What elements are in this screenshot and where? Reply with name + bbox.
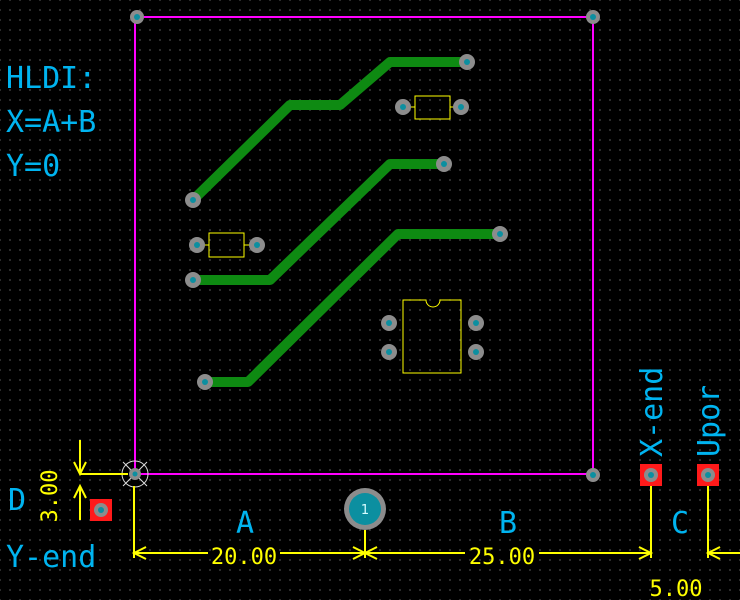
smd-pad-x-end[interactable] bbox=[640, 464, 662, 486]
track-pad[interactable] bbox=[185, 272, 201, 288]
corner-pad-top-left[interactable] bbox=[130, 10, 144, 24]
track-pad[interactable] bbox=[185, 192, 201, 208]
fiducial-number: 1 bbox=[361, 503, 369, 518]
track-3[interactable] bbox=[200, 229, 505, 387]
corner-pad-top-right[interactable] bbox=[586, 10, 600, 24]
corner-pad-bottom-right[interactable] bbox=[586, 468, 600, 482]
track-pad[interactable] bbox=[492, 226, 508, 242]
board-outline[interactable] bbox=[134, 16, 594, 475]
label-x-end: X-end bbox=[635, 367, 670, 457]
label-c: C bbox=[671, 506, 689, 541]
annotation-line-2: X=A+B bbox=[6, 105, 96, 140]
label-a: A bbox=[236, 506, 254, 541]
label-b: B bbox=[499, 506, 517, 541]
annotation-line-1: HLDI: bbox=[6, 61, 96, 96]
dimension-d[interactable] bbox=[73, 440, 128, 520]
dimension-horizontal[interactable] bbox=[131, 486, 654, 560]
dimension-a-value: 20.00 bbox=[211, 545, 277, 570]
dimension-d-value: 3.00 bbox=[38, 470, 63, 523]
fiducial-icon[interactable]: 1 bbox=[344, 488, 386, 530]
dimension-c-value: 5.00 bbox=[650, 577, 703, 600]
label-d: D bbox=[8, 483, 26, 518]
dimension-b-value: 25.00 bbox=[469, 545, 535, 570]
dimension-c[interactable] bbox=[705, 486, 740, 560]
label-upor: Upor bbox=[692, 385, 727, 457]
resistor-component[interactable] bbox=[189, 232, 265, 258]
annotation-line-3: Y=0 bbox=[6, 149, 60, 184]
track-pad[interactable] bbox=[197, 374, 213, 390]
track-1[interactable] bbox=[188, 57, 472, 205]
smd-pad-y-end[interactable] bbox=[90, 499, 112, 521]
track-pad[interactable] bbox=[436, 156, 452, 172]
smd-pad-upor[interactable] bbox=[697, 464, 719, 486]
label-y-end: Y-end bbox=[6, 540, 96, 575]
track-2[interactable] bbox=[188, 159, 449, 285]
track-pad[interactable] bbox=[459, 54, 475, 70]
resistor-component[interactable] bbox=[395, 95, 469, 120]
dip-ic-component[interactable] bbox=[381, 299, 484, 374]
